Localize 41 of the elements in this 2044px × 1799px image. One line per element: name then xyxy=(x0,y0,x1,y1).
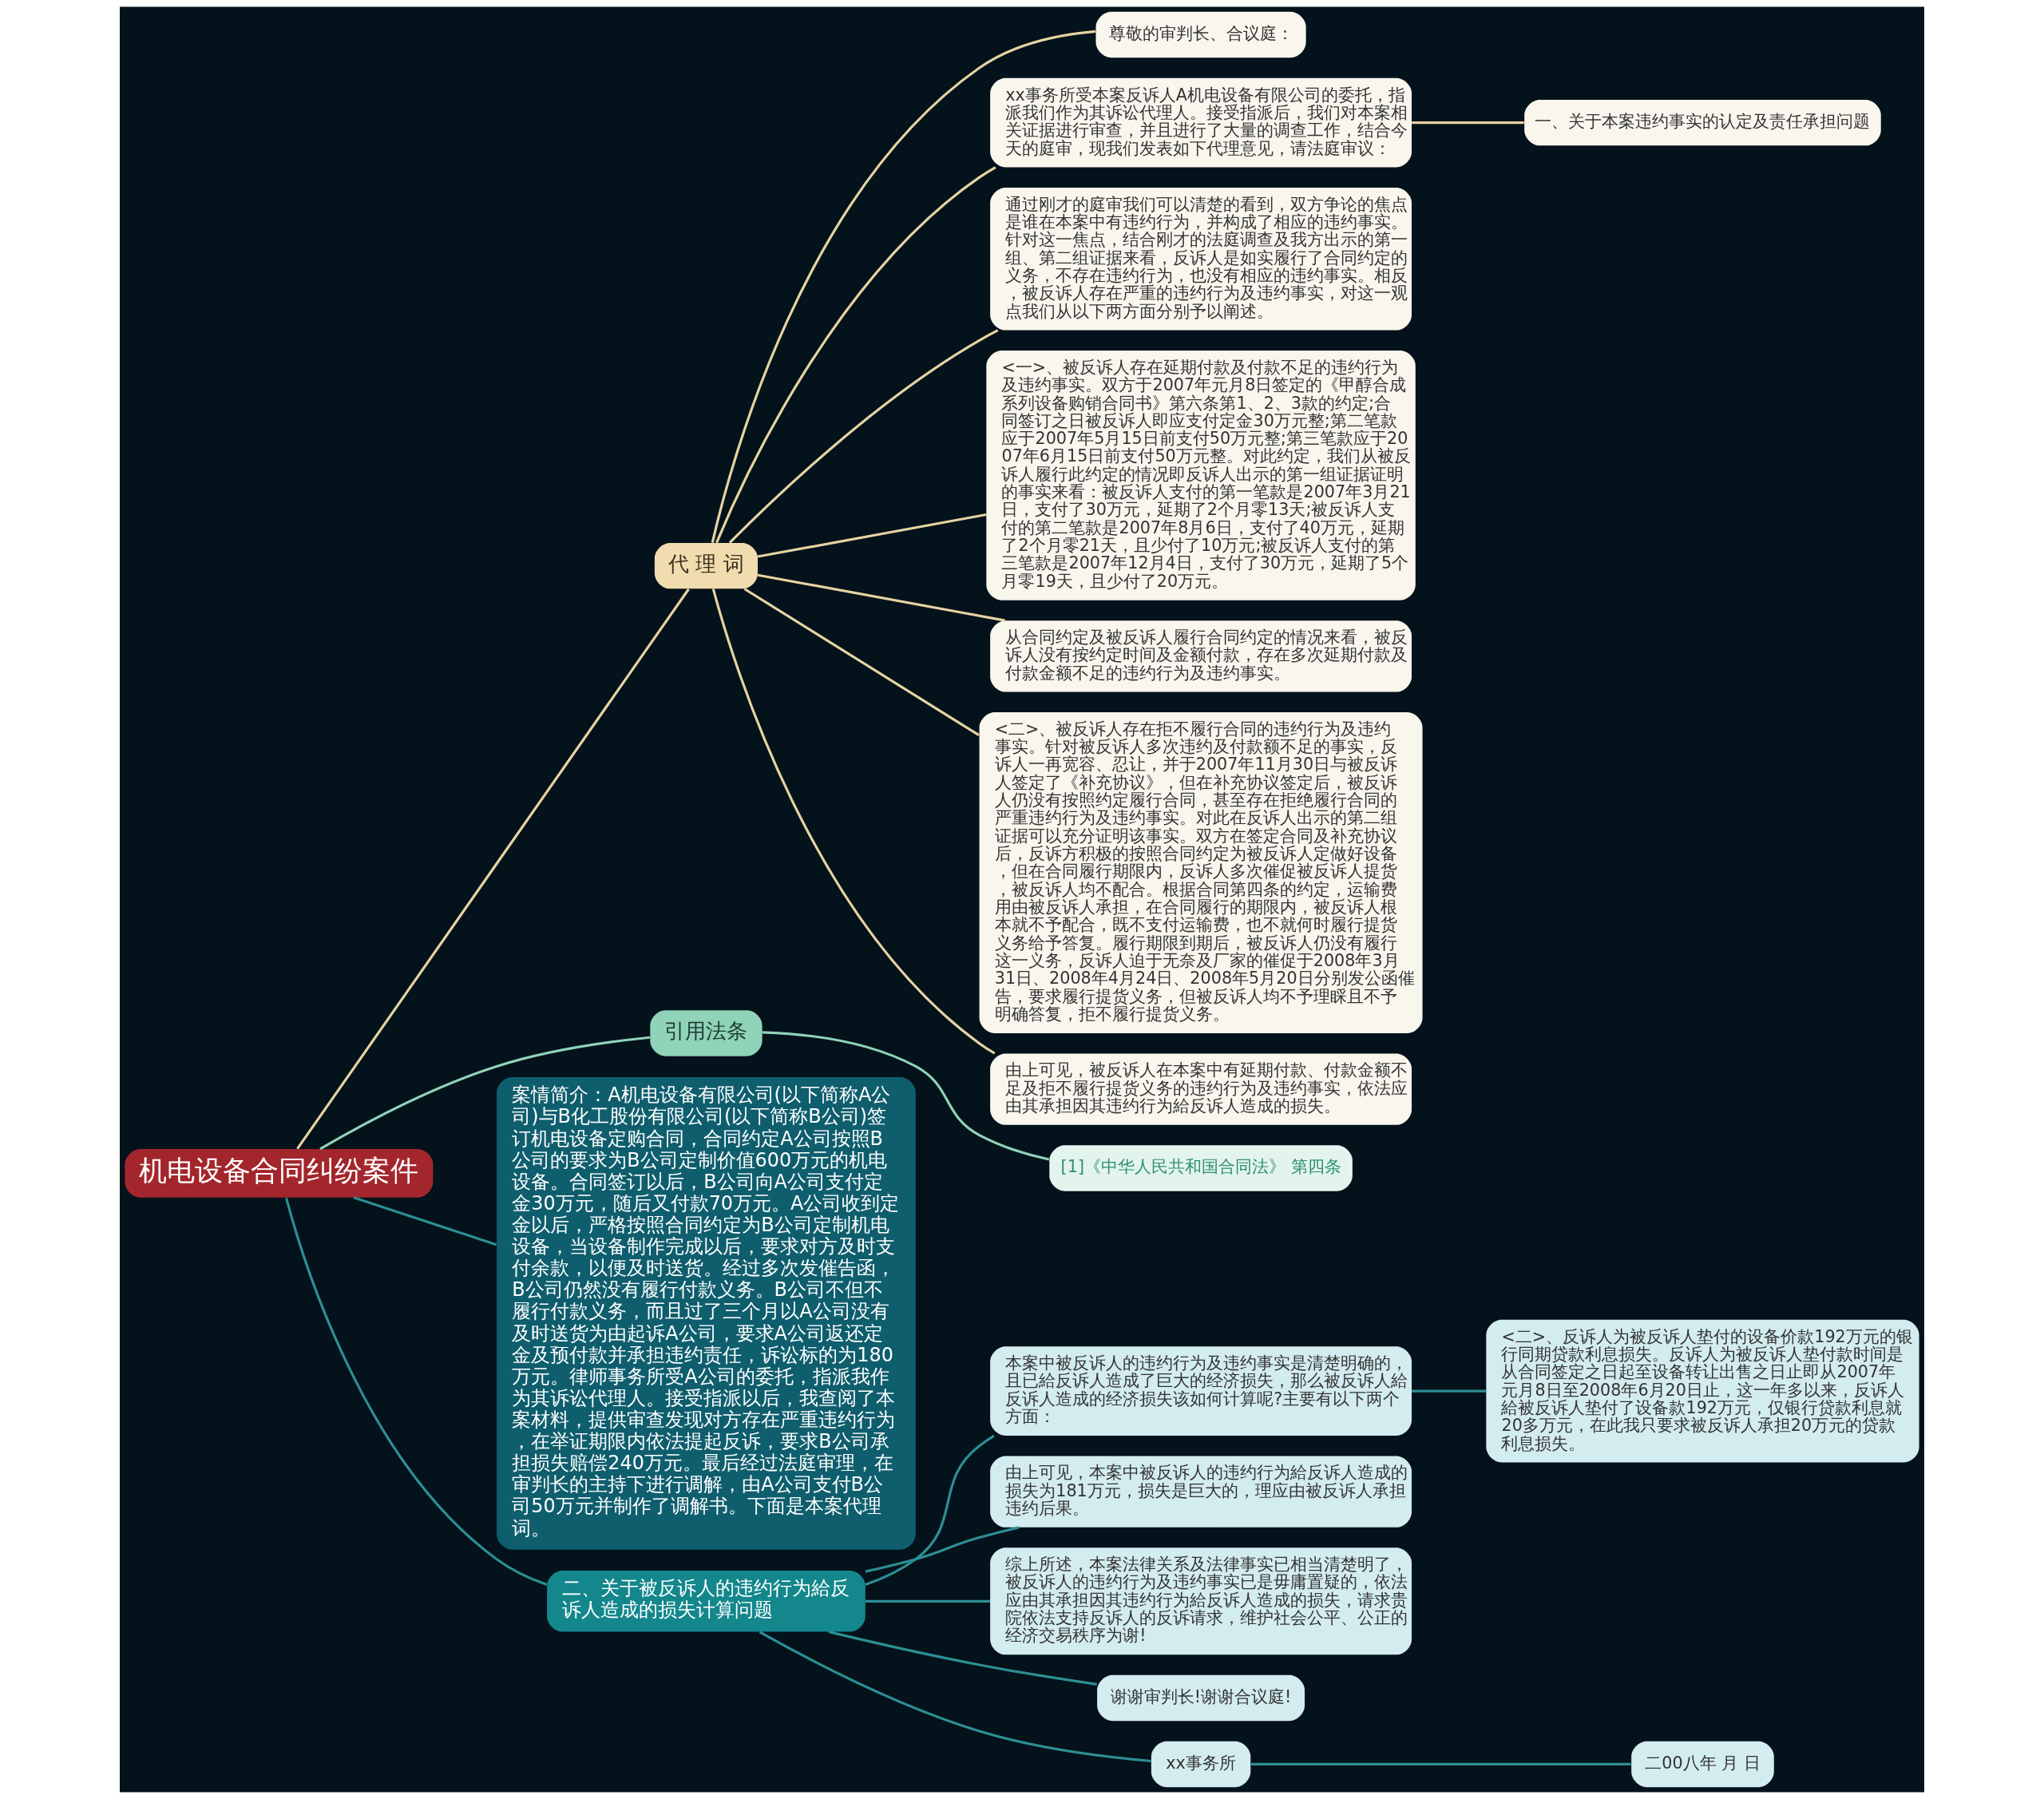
connector xyxy=(865,1434,995,1587)
node-box: <二>、反诉人为被反诉人垫付的设备价款192万元的银行同期贷款利息损失。反诉人为被反诉人垫付款时间是从合同签定之日起至设备转让出售之日止即从2007年元月8日至2008年6月20日止，这一年多以来，反诉人給被反诉人垫付了设备款192万元，仅银行贷款利息就20多万元，在此我只要求被反诉人承担20万元的贷款利息损失。 xyxy=(1486,1319,1919,1463)
connector xyxy=(1412,1389,1487,1393)
connector xyxy=(319,1036,651,1151)
node-box: 尊敬的审判长、合议庭： xyxy=(1095,11,1306,58)
node-box: 由上可见，本案中被反诉人的违约行为給反诉人造成的损失为181万元，损失是巨大的，理应由被反诉人承担违约后果。 xyxy=(990,1456,1412,1528)
connector xyxy=(865,1526,1020,1573)
node-box: 二、关于被反诉人的违约行为給反诉人造成的损失计算问题 xyxy=(547,1571,866,1632)
node-box: xx事务所 xyxy=(1151,1741,1251,1788)
connector xyxy=(711,588,996,1055)
connector xyxy=(828,1631,1097,1686)
node-box: 谢谢审判长!谢谢合议庭! xyxy=(1097,1674,1305,1722)
connector xyxy=(285,1197,548,1587)
node-box: 一、关于本案违约事实的认定及责任承担问题 xyxy=(1524,99,1881,146)
node-box: 案情简介：A机电设备有限公司(以下简称A公司)与B化工股份有限公司(以下简称B公司)签订机电设备定购合同，合同约定A公司按照B公司的要求为B公司定制价值600万元的机电设备。合同签订以后，B公司向A公司支付定金30万元，随后又付款70万元。A公司收到定金以后，严格按照合同约定为B公司定制机电设备，当设备制作完成以后，要求对方及时支付余款，以便及时送货。经过多次发催告函，B公司仍然没有履行付款义务。B公司不但不履行付款义务，而且过了三个月以A公司没有及时送货为由起诉A公司，要求A公司返还定金及预付款并承担违约责任，诉讼标的为180万元。律师事务所受A公司的委托，指派我作为其诉讼代理人。接受指派以后，我查阅了本案材料，提供审查发现对方存在严重违约行为，在举证期限内依法提起反诉，要求B公司承担损失赔偿240万元。最后经过法庭审理，在审判长的主持下进行调解，由A公司支付B公司50万元并制作了调解书。下面是本案代理词。 xyxy=(497,1077,916,1550)
node-box: 引用法条 xyxy=(650,1010,763,1056)
connector xyxy=(866,1599,990,1603)
connector xyxy=(762,1031,1050,1161)
connector xyxy=(743,588,980,736)
connector xyxy=(1250,1762,1631,1766)
connector xyxy=(759,1631,1151,1763)
connector xyxy=(711,30,1096,543)
node-box: 机电设备合同纠纷案件 xyxy=(125,1149,434,1198)
connector xyxy=(353,1196,497,1246)
node-box: 本案中被反诉人的违约行为及违约事实是清楚明确的，且已給反诉人造成了巨大的经济损失，那么被反诉人給反诉人造成的经济损失该如何计算呢?主要有以下两个方面： xyxy=(990,1346,1412,1436)
connector xyxy=(715,166,996,544)
node-box: 由上可见，被反诉人在本案中有延期付款、付款金额不足及拒不履行提货义务的违约行为及违约事实，依法应由其承担因其违约行为給反诉人造成的损失。 xyxy=(990,1053,1412,1125)
connector xyxy=(296,588,690,1150)
node-box: 代 理 词 xyxy=(654,542,759,589)
node-box: <二>、被反诉人存在拒不履行合同的违约行为及违约事实。针对被反诉人多次违约及付款额不足的事实，反诉人一再宽容、忍让，并于2007年11月30日与被反诉人签定了《补充协议》，但在补充协议签定后，被反诉人仍没有按照约定履行合同，甚至存在拒绝履行合同的严重违约行为及违约事实。对此在反诉人出示的第二组证据可以充分证明该事实。双方在签定合同及补充协议后，反诉方积极的按照合同约定为被反诉人定做好设备，但在合同履行期限内，反诉人多次催促被反诉人提货，被反诉人均不配合。根据合同第四条的约定，运输费用由被反诉人承担，在合同履行的期限内，被反诉人根本就不予配合，既不支付运输费，也不就何时履行提货义务给予答复。履行期限到期后，被反诉人仍没有履行这一义务，反诉人迫于无奈及厂家的催促于2008年3月31日、2008年4月24日、2008年5月20日分别发公函催告，要求履行提货义务，但被反诉人均不予理睬且不予明确答复，拒不履行提货义务。 xyxy=(979,712,1423,1033)
node-box: <一>、被反诉人存在延期付款及付款不足的违约行为及违约事实。双方于2007年元月8日签定的《甲醇合成系列设备购销合同书》第六条第1、2、3款的约定;合同签订之日被反诉人即应支付定金30万元整;第二笔款应于2007年5月15日前支付50万元整;第三笔款应于2007年6月15日前支付50万元整。对此约定，我们从被反诉人履行此约定的情况即反诉人出示的第一组证据证明的事实来看：被反诉人支付的第一笔款是2007年3月21日，支付了30万元，延期了2个月零13天;被反诉人支付的第二笔款是2007年8月6日，支付了40万元，延期了2个月零21天，且少付了10万元;被反诉人支付的第三笔款是2007年12月4日，支付了30万元，延期了5个月零19天，且少付了20万元。 xyxy=(986,351,1416,600)
node-box: xx事务所受本案反诉人A机电设备有限公司的委托，指派我们作为其诉讼代理人。接受指派后，我们对本案相关证据进行审查，并且进行了大量的调查工作，结合今天的庭审，现我们发表如下代理意见，请法庭审议： xyxy=(990,77,1412,168)
connector xyxy=(728,329,999,544)
node-box: [1]《中华人民共和国合同法》 第四条 xyxy=(1049,1145,1353,1191)
connector xyxy=(757,513,987,558)
node-box: 从合同约定及被反诉人履行合同约定的情况来看，被反诉人没有按约定时间及金额付款，存在多次延期付款及付款金额不足的违约行为及违约事实。 xyxy=(990,620,1412,692)
connector xyxy=(757,573,1005,622)
node-box: 通过刚才的庭审我们可以清楚的看到，双方争论的焦点是谁在本案中有违约行为，并构成了相应的违约事实。针对这一焦点，结合刚才的法庭调查及我方出示的第一组、第二组证据来看，反诉人是如实履行了合同约定的义务，不存在违约行为，也没有相应的违约事实。相反，被反诉人存在严重的违约行为及违约事实，对这一观点我们从以下两方面分别予以阐述。 xyxy=(990,187,1412,331)
node-box: 二00八年 月 日 xyxy=(1631,1741,1774,1788)
node-box: 综上所述，本案法律关系及法律事实已相当清楚明了，被反诉人的违约行为及违约事实已是毋庸置疑的，依法应由其承担因其违约行为給反诉人造成的损失，请求贵院依法支持反诉人的反诉请求，维护社会公平、公正的经济交易秩序为谢! xyxy=(990,1547,1412,1655)
connector xyxy=(1412,121,1524,125)
